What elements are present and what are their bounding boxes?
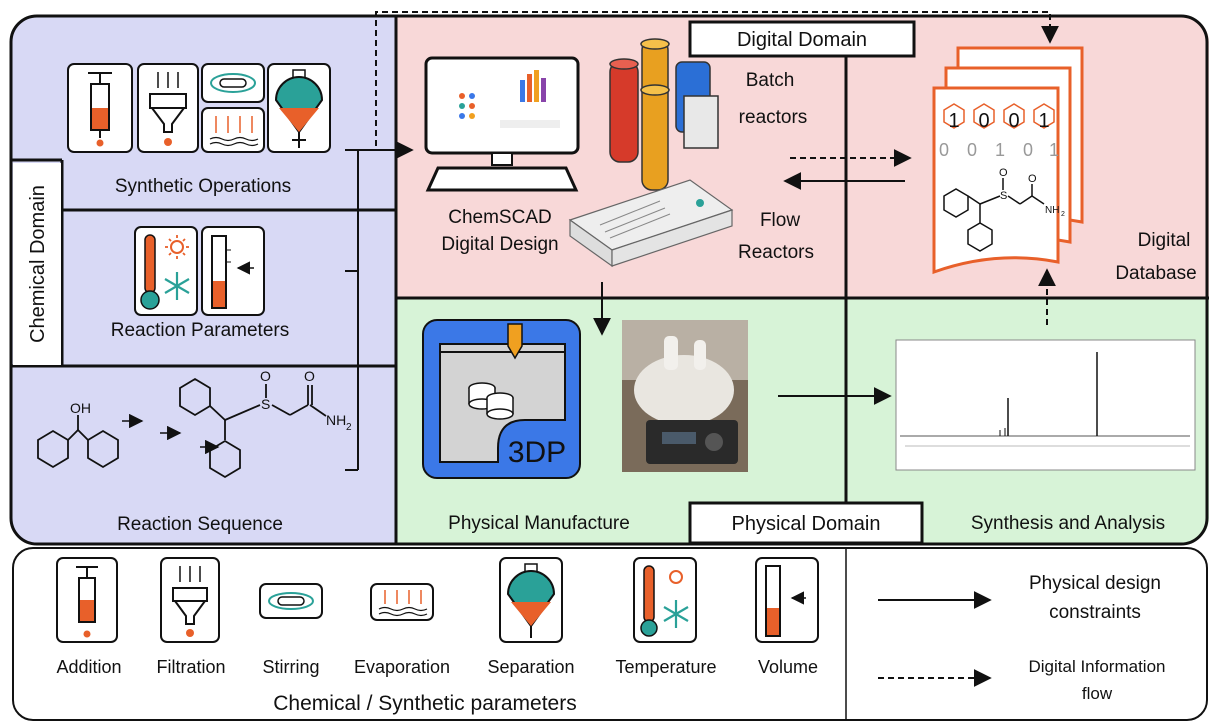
reaction-parameters-icons [134, 226, 265, 316]
reaction-parameters-label: Reaction Parameters [111, 320, 289, 341]
svg-text:1: 1 [948, 110, 959, 132]
legend-icons [56, 557, 819, 643]
reaction-sequence-molecules [37, 377, 327, 479]
svg-text:S: S [1000, 190, 1007, 202]
legend-solid-label-2: constraints [1049, 602, 1141, 623]
digital-database-icon [932, 46, 1084, 275]
separatory-funnel-icon [267, 63, 331, 153]
legend-dashed-label-2: flow [1082, 684, 1113, 703]
svg-text:OH: OH [70, 400, 91, 416]
svg-text:0: 0 [1008, 110, 1019, 132]
synthetic-operations-icons [67, 63, 331, 153]
syringe-icon [67, 63, 133, 153]
svg-text:NH: NH [1045, 205, 1059, 216]
dashed-info-flow-top [370, 11, 1059, 151]
svg-text:1: 1 [1038, 110, 1049, 132]
legend-caption: Chemical / Synthetic parameters [273, 692, 576, 715]
batch-reactors-label-1: Batch [746, 70, 795, 91]
digital-domain-label: Digital Domain [737, 29, 867, 51]
svg-text:Volume: Volume [758, 657, 818, 677]
temperature-icon [134, 226, 198, 316]
svg-text:0: 0 [1023, 140, 1033, 160]
svg-text:O: O [304, 368, 315, 384]
legend-solid-label-1: Physical design [1029, 573, 1161, 594]
binary-digits: 1 0 0 1 0 0 1 0 1 [939, 110, 1059, 160]
digital-database-label-1: Digital [1138, 230, 1191, 251]
svg-text:NH: NH [326, 412, 346, 428]
svg-text:S: S [261, 396, 270, 412]
chemical-domain-bracket [345, 141, 414, 471]
svg-text:Temperature: Temperature [615, 657, 716, 677]
digital-database-label-2: Database [1115, 263, 1196, 284]
batch-reactors-icon [609, 38, 719, 191]
nmr-spectrum [895, 339, 1196, 471]
printer-badge: 3DP [508, 436, 566, 469]
svg-text:2: 2 [1061, 211, 1065, 218]
svg-text:O: O [999, 167, 1008, 179]
filtration-icon [137, 63, 199, 153]
stirring-icon [201, 63, 265, 103]
reaction-arrows [122, 413, 220, 455]
chemical-domain-label: Chemical Domain [27, 185, 49, 343]
svg-text:Stirring: Stirring [262, 657, 319, 677]
svg-text:O: O [260, 368, 271, 384]
svg-text:1: 1 [995, 140, 1005, 160]
synthetic-operations-label: Synthetic Operations [115, 176, 291, 197]
physical-manufacture-label: Physical Manufacture [448, 513, 630, 534]
3d-printer-icon [422, 319, 581, 479]
svg-text:0: 0 [939, 140, 949, 160]
physical-domain-label: Physical Domain [732, 513, 881, 535]
svg-text:Filtration: Filtration [156, 657, 225, 677]
chemscad-label-2: Digital Design [441, 234, 558, 255]
evaporation-icon [201, 107, 265, 153]
svg-text:Evaporation: Evaporation [354, 657, 450, 677]
legend-dashed-label-1: Digital Information [1028, 657, 1165, 676]
main-frame [9, 14, 1209, 546]
svg-text:0: 0 [978, 110, 989, 132]
flow-reactors-label-2: Reactors [738, 242, 814, 263]
reaction-sequence-label: Reaction Sequence [117, 514, 283, 535]
volume-icon [201, 226, 265, 316]
flow-reactors-label-1: Flow [760, 210, 800, 231]
svg-text:2: 2 [346, 422, 352, 433]
computer-icon [424, 56, 580, 192]
chemscad-label-1: ChemSCAD [448, 207, 551, 228]
legend-item-labels: Addition Filtration Stirring Evaporation… [56, 657, 818, 677]
svg-text:1: 1 [1049, 140, 1059, 160]
synthesis-analysis-label: Synthesis and Analysis [971, 513, 1165, 534]
svg-text:Addition: Addition [56, 657, 121, 677]
batch-reactors-label-2: reactors [739, 107, 808, 128]
database-molecule [943, 178, 1045, 252]
svg-text:O: O [1028, 173, 1037, 185]
flow-reactor-icon [568, 179, 734, 268]
svg-text:0: 0 [967, 140, 977, 160]
printed-reactor-photo [622, 320, 748, 472]
svg-text:Separation: Separation [487, 657, 574, 677]
